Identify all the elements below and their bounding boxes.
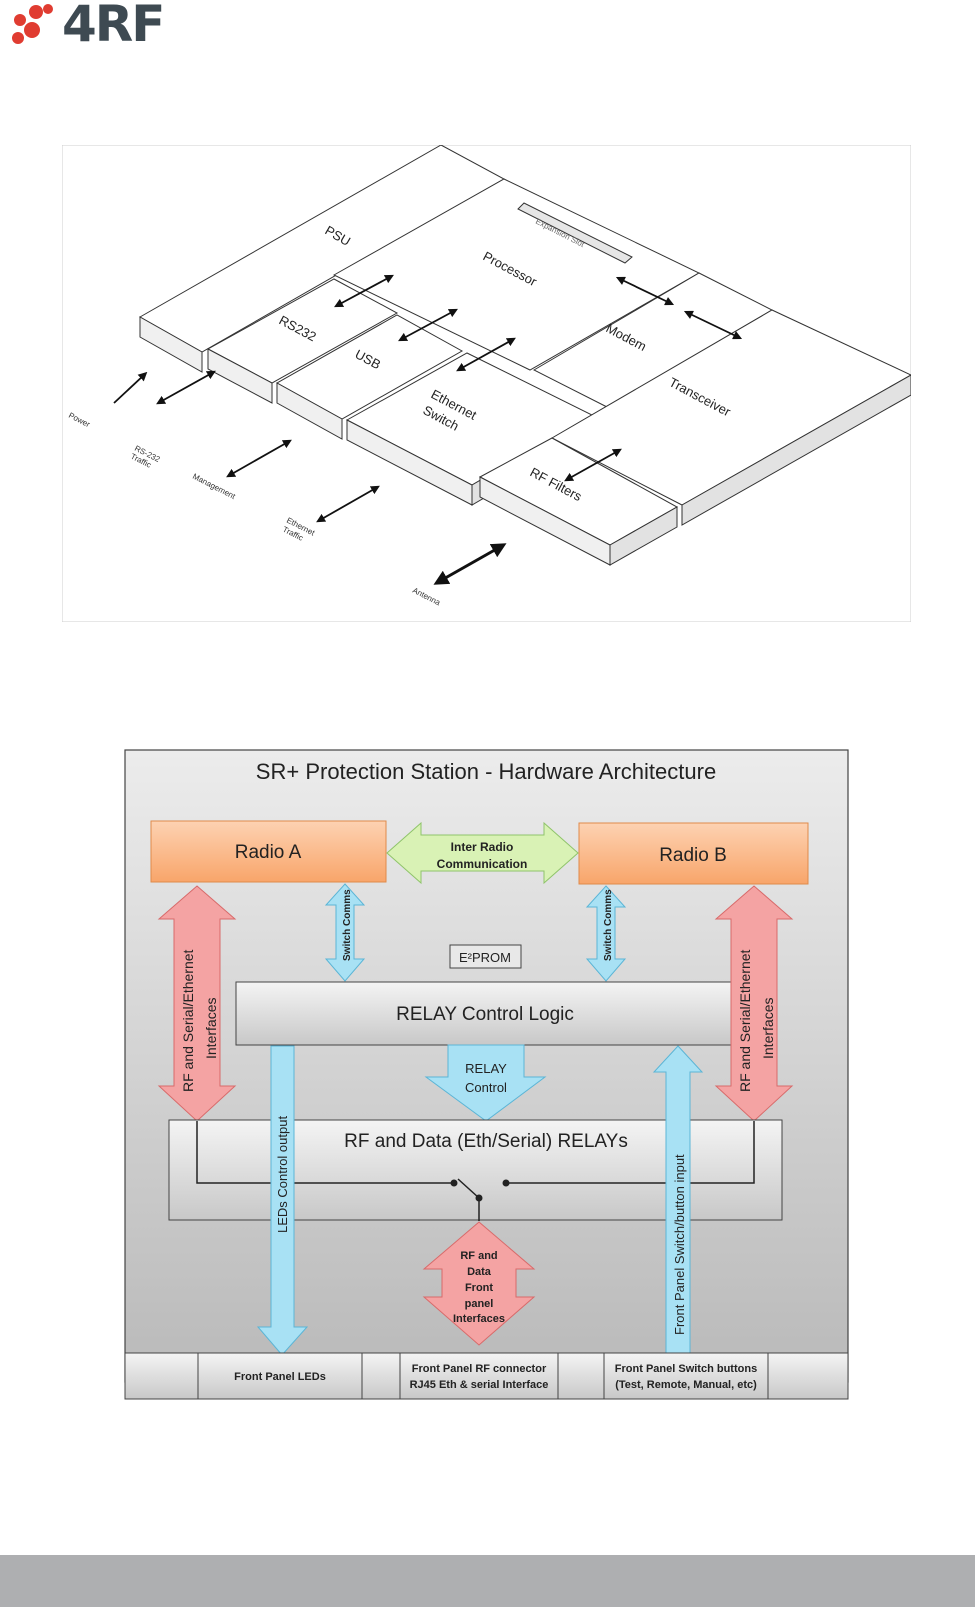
relay-control-label-1: RELAY bbox=[465, 1061, 507, 1076]
processor-modem-arrow bbox=[615, 276, 675, 306]
modem-transceiver-arrow bbox=[683, 310, 743, 340]
relay-contact-left bbox=[450, 1179, 458, 1187]
rf-data-front-label-3: Front bbox=[465, 1282, 493, 1294]
rf-filters-transceiver-arrow bbox=[564, 448, 622, 482]
logo-dots-icon bbox=[12, 4, 53, 44]
rf-data-front-label-5: Interfaces bbox=[453, 1313, 505, 1325]
radio-b-label: Radio B bbox=[659, 845, 727, 866]
rf-data-front-label-2: Data bbox=[467, 1266, 492, 1278]
rf-data-front-panel-arrow bbox=[422, 1221, 536, 1346]
rf-serial-right-label-1: RF and Serial/Ethernet bbox=[737, 949, 753, 1092]
antenna-arrow bbox=[433, 543, 507, 585]
rf-data-front-label-1: RF and bbox=[460, 1250, 497, 1262]
front-panel-switch-cell bbox=[603, 1352, 769, 1400]
rf-serial-right-label-2: Interfaces bbox=[760, 998, 776, 1059]
management-arrow bbox=[226, 439, 292, 478]
relay-wire-right bbox=[506, 1121, 755, 1184]
front-panel-switch-label-2: (Test, Remote, Manual, etc) bbox=[615, 1379, 757, 1391]
isometric-block-diagram: PSU Expansion Slot Processor RS232 USB E… bbox=[62, 145, 911, 622]
front-panel-leds-label: Front Panel LEDs bbox=[234, 1371, 326, 1383]
switch-comms-left-arrow bbox=[324, 883, 366, 982]
leds-control-output-arrow bbox=[256, 1045, 309, 1356]
processor-usb-arrow bbox=[398, 308, 458, 342]
front-panel-switch-label-1: Front Panel Switch buttons bbox=[615, 1363, 757, 1375]
front-panel-leds-cell bbox=[197, 1352, 363, 1400]
relay-switch-blade bbox=[457, 1178, 480, 1199]
inter-radio-label-2: Communication bbox=[437, 857, 528, 871]
eeprom-box bbox=[449, 944, 522, 969]
front-panel-switch-input-label: Front Panel Switch/button input bbox=[672, 1154, 687, 1335]
footer-bar bbox=[0, 1555, 975, 1607]
front-panel-rf-label-1: Front Panel RF connector bbox=[412, 1363, 547, 1375]
relay-contact-right bbox=[502, 1179, 510, 1187]
relay-wire-left bbox=[196, 1121, 454, 1184]
rs232-traffic-arrow bbox=[156, 370, 216, 405]
transceiver-block bbox=[550, 309, 911, 506]
rf-serial-left-label-1: RF and Serial/Ethernet bbox=[180, 949, 196, 1092]
switch-comms-right-label: Switch Comms bbox=[603, 889, 614, 961]
relay-control-logic-box bbox=[235, 981, 736, 1046]
relay-control-arrow bbox=[424, 1044, 547, 1122]
front-panel-rf-label-2: RJ45 Eth & serial Interface bbox=[410, 1379, 549, 1391]
power-arrow bbox=[113, 371, 148, 404]
radio-b-box bbox=[578, 822, 809, 885]
brand-logo: 4RF bbox=[8, 0, 188, 53]
logo-text: 4RF bbox=[62, 0, 165, 53]
inter-radio-arrow bbox=[386, 821, 579, 885]
front-panel-rf-cell bbox=[399, 1352, 559, 1400]
inter-radio-label-1: Inter Radio bbox=[451, 840, 514, 854]
rf-serial-left-label-2: Interfaces bbox=[203, 998, 219, 1059]
leds-control-output-label: LEDs Control output bbox=[275, 1116, 290, 1233]
relay-control-label-2: Control bbox=[465, 1080, 507, 1095]
switch-comms-left-label: Switch Comms bbox=[342, 889, 353, 961]
processor-ethernet-arrow bbox=[456, 337, 516, 372]
architecture-title: SR+ Protection Station - Hardware Archit… bbox=[256, 759, 716, 784]
rf-data-front-label-4: panel bbox=[465, 1298, 494, 1310]
relays-label: RF and Data (Eth/Serial) RELAYs bbox=[344, 1131, 628, 1152]
relay-control-logic-label: RELAY Control Logic bbox=[396, 1004, 574, 1025]
ethernet-traffic-arrow bbox=[316, 485, 380, 523]
radio-a-label: Radio A bbox=[235, 842, 302, 863]
processor-rs232-arrow bbox=[334, 274, 394, 308]
hardware-architecture-diagram: SR+ Protection Station - Hardware Archit… bbox=[124, 749, 849, 1400]
radio-a-box bbox=[150, 820, 387, 883]
switch-comms-right-arrow bbox=[585, 885, 627, 982]
eeprom-label: E²PROM bbox=[459, 950, 511, 965]
expansion-slot bbox=[517, 202, 633, 264]
